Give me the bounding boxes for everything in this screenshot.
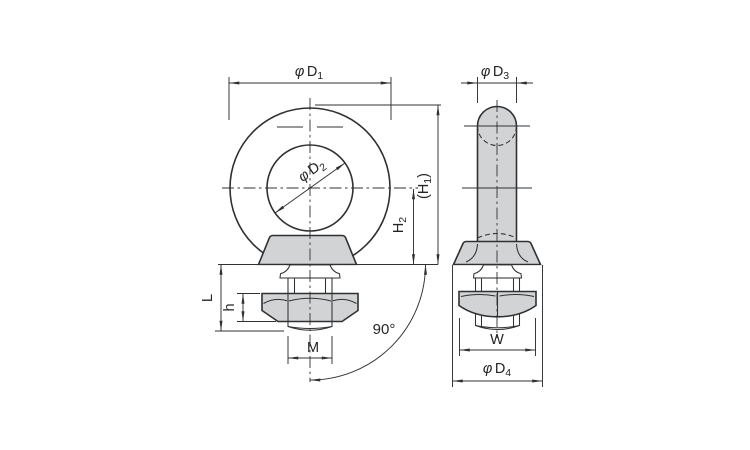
- angle-arc: [309, 264, 428, 382]
- collar-flange-side: [472, 264, 523, 279]
- nut-chamfer-left: [263, 298, 288, 304]
- hidden-bar-boss-arc: [477, 232, 517, 239]
- label-phi-d2: φD2: [296, 156, 330, 187]
- label-h1: (H1): [416, 173, 434, 199]
- label-m: M: [307, 340, 319, 356]
- stud-tip-chamfer-side: [475, 324, 520, 329]
- dim-d2-line: [274, 162, 346, 214]
- nut-chamfer-left-side: [460, 294, 496, 298]
- label-l: L: [200, 294, 216, 302]
- label-h2: H2: [391, 217, 409, 233]
- label-h: h: [222, 303, 238, 311]
- shank-boss-front: [257, 234, 358, 266]
- dimensions: [215, 77, 543, 387]
- label-angle-90: 90°: [373, 321, 396, 338]
- boss-fillet-left: [465, 243, 479, 263]
- label-w: W: [490, 332, 504, 348]
- nut-chamfer-right-side: [499, 294, 535, 298]
- boss-fillet-right: [515, 243, 529, 263]
- side-under-surface: [458, 264, 537, 331]
